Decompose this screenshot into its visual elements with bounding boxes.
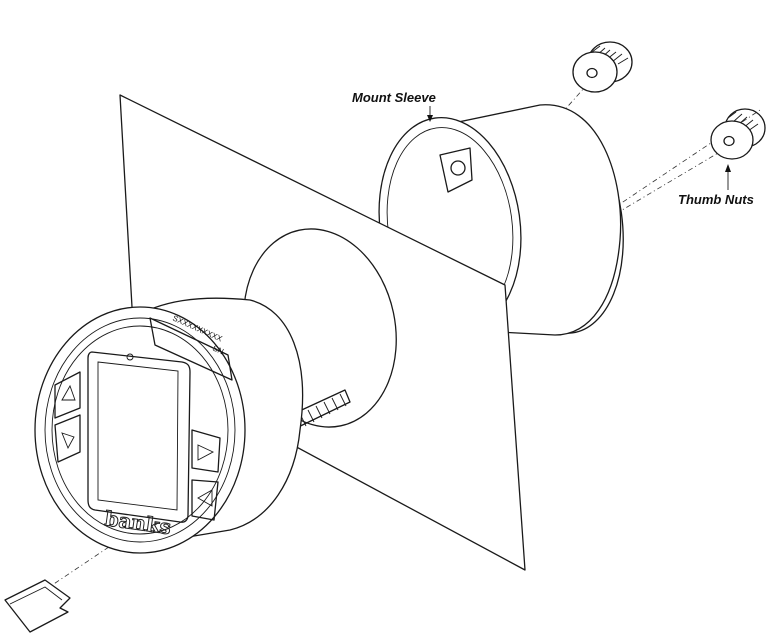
mount-sleeve-label: Mount Sleeve (352, 90, 436, 105)
thumb-nut-upper (572, 41, 633, 93)
mounting-panel (119, 94, 526, 571)
thumb-nut-lower (710, 108, 766, 160)
micro-sd-card (4, 579, 71, 633)
gauge-buttons (54, 371, 221, 521)
thumb-nuts-label: Thumb Nuts (678, 192, 754, 207)
thumb-nuts-callout: Thumb Nuts (678, 164, 754, 207)
mount-sleeve-callout: Mount Sleeve (352, 90, 436, 122)
gauge-body: SXXXXXXXXX SN- banks (34, 297, 304, 554)
